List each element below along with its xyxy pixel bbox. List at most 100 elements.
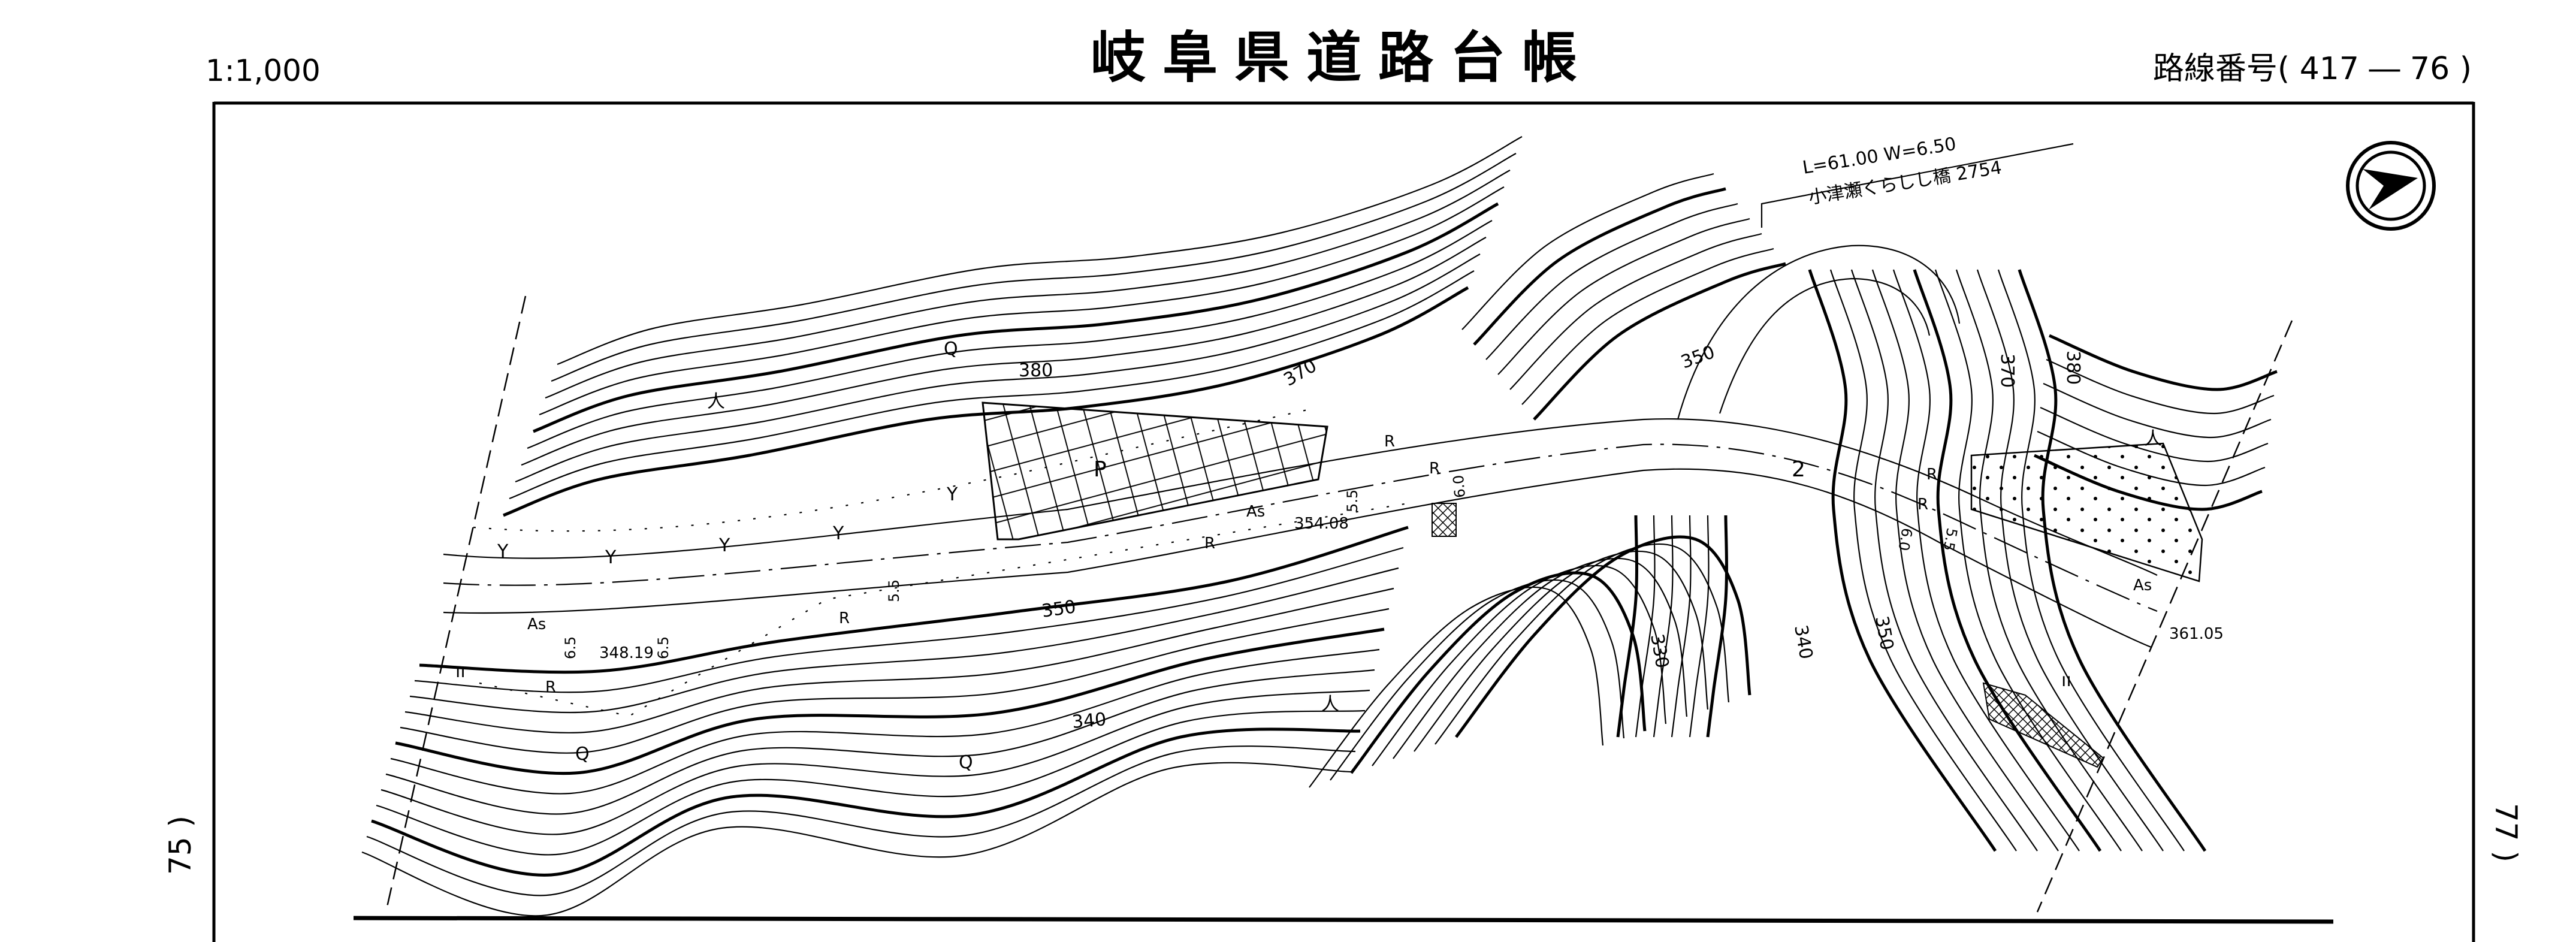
scale-label: 1:1,000 [206, 53, 321, 88]
contour-line [409, 567, 1399, 714]
contour-label: 370 [1997, 354, 2018, 388]
wasteland-symbol: Y [718, 535, 730, 556]
contour-label: 330 [1646, 632, 1672, 669]
surface-label: As [527, 615, 546, 633]
contour-label: 370 [1281, 355, 1321, 391]
hatched-slope [1982, 682, 2104, 768]
width-label: 6.0 [1895, 527, 1915, 552]
width-label: 5.5 [1940, 527, 1960, 552]
contour-label: 350 [1871, 614, 1897, 651]
contour-line [1350, 571, 1647, 774]
forest-symbol: Q [944, 339, 958, 360]
feature-label: P [1094, 457, 1107, 482]
contour-label: 380 [1019, 360, 1053, 381]
road-marker: R [1429, 460, 1440, 478]
elevation-label: 361.05 [2169, 625, 2224, 643]
contour-line [1435, 543, 1730, 745]
contour-line [2046, 358, 2275, 415]
contour-line [1706, 515, 1728, 738]
contour-label: 350 [1040, 596, 1077, 622]
contour-line [400, 608, 1390, 754]
contour-line [361, 762, 1351, 917]
contour-line [1372, 564, 1667, 766]
contour-line [533, 202, 1499, 433]
width-label: 5.5 [886, 579, 902, 602]
contour-line [1473, 187, 1726, 346]
surface-label: As [1246, 503, 1265, 521]
field-symbol: 人 [2144, 428, 2162, 449]
contour-label: 350 [1678, 342, 1718, 373]
previous-sheet-label: 75 ) [163, 816, 198, 875]
contour-line [1635, 515, 1656, 738]
contour-line [1330, 579, 1625, 781]
width-label: 6.5 [655, 636, 672, 659]
wasteland-symbol: Y [605, 547, 617, 568]
barren-symbol: ıı [455, 661, 466, 682]
contour-line [503, 286, 1469, 517]
contour-line [1461, 173, 1714, 330]
contour-line [414, 547, 1404, 693]
surface-label: As [2133, 576, 2152, 594]
feature-label: 2 [1792, 457, 1805, 482]
forest-symbol: Q [575, 744, 590, 765]
contour-line [366, 745, 1356, 896]
contour-line [527, 220, 1493, 449]
road-marker: R [1917, 496, 1928, 514]
contour-line [1497, 218, 1750, 375]
contour-line [1309, 586, 1604, 788]
width-label: 6.0 [1450, 474, 1469, 498]
contour-line [1934, 269, 2122, 852]
map-bottom-rule [353, 916, 2334, 924]
contour-line [509, 270, 1475, 500]
survey-boundary-left [385, 295, 527, 913]
contour-line [1485, 203, 1738, 360]
north-arrow-icon [2346, 141, 2436, 231]
next-sheet-label: 77 ) [2489, 803, 2523, 862]
contour-line [1808, 269, 1997, 852]
contour-line [515, 253, 1481, 483]
document-title: 岐阜県道路台帳 [1091, 26, 1594, 90]
contour-line [1871, 269, 2059, 852]
barren-symbol: ıı [2061, 670, 2071, 691]
contour-line [557, 136, 1523, 366]
contour-line [1850, 269, 2038, 852]
elevation-label: 348.19 [599, 644, 654, 662]
contour-line [539, 186, 1505, 416]
contour-line [2049, 334, 2278, 391]
road-marker: R [1204, 535, 1215, 552]
contour-line [376, 709, 1366, 856]
bridge-leader-line [1760, 143, 2074, 228]
road-marker: R [545, 678, 556, 696]
contour-label: 380 [2062, 351, 2083, 385]
survey-boundary-right [2036, 320, 2293, 913]
contour-line [521, 237, 1487, 466]
contour-line [390, 648, 1380, 795]
contour-line [404, 587, 1394, 733]
contour-line [395, 627, 1385, 775]
contour-line [1829, 269, 2017, 852]
contour-line [380, 689, 1370, 835]
wasteland-symbol: Y [497, 541, 509, 562]
hatched-structure [1432, 503, 1457, 537]
contour-line [1892, 269, 2080, 852]
contour-label: 340 [1071, 709, 1107, 733]
wasteland-symbol: Y [946, 484, 958, 505]
contour-line [1913, 269, 2102, 852]
contour-line [1689, 515, 1710, 738]
contour-line [1653, 515, 1674, 738]
contour-line [1455, 535, 1751, 738]
field-symbol: 人 [1321, 694, 1339, 715]
dotted-land-area [1970, 442, 2203, 582]
contour-line [1414, 550, 1709, 752]
contour-line [419, 526, 1409, 674]
contour-line [1509, 233, 1762, 390]
contour-line [1616, 515, 1638, 738]
contour-lines [361, 136, 2278, 917]
contour-line [551, 153, 1517, 382]
route-number-label: 路線番号( 417 ― 76 ) [2153, 51, 2472, 87]
contour-line [1533, 262, 1786, 421]
contour-line [385, 669, 1375, 815]
contour-line [1393, 557, 1688, 759]
